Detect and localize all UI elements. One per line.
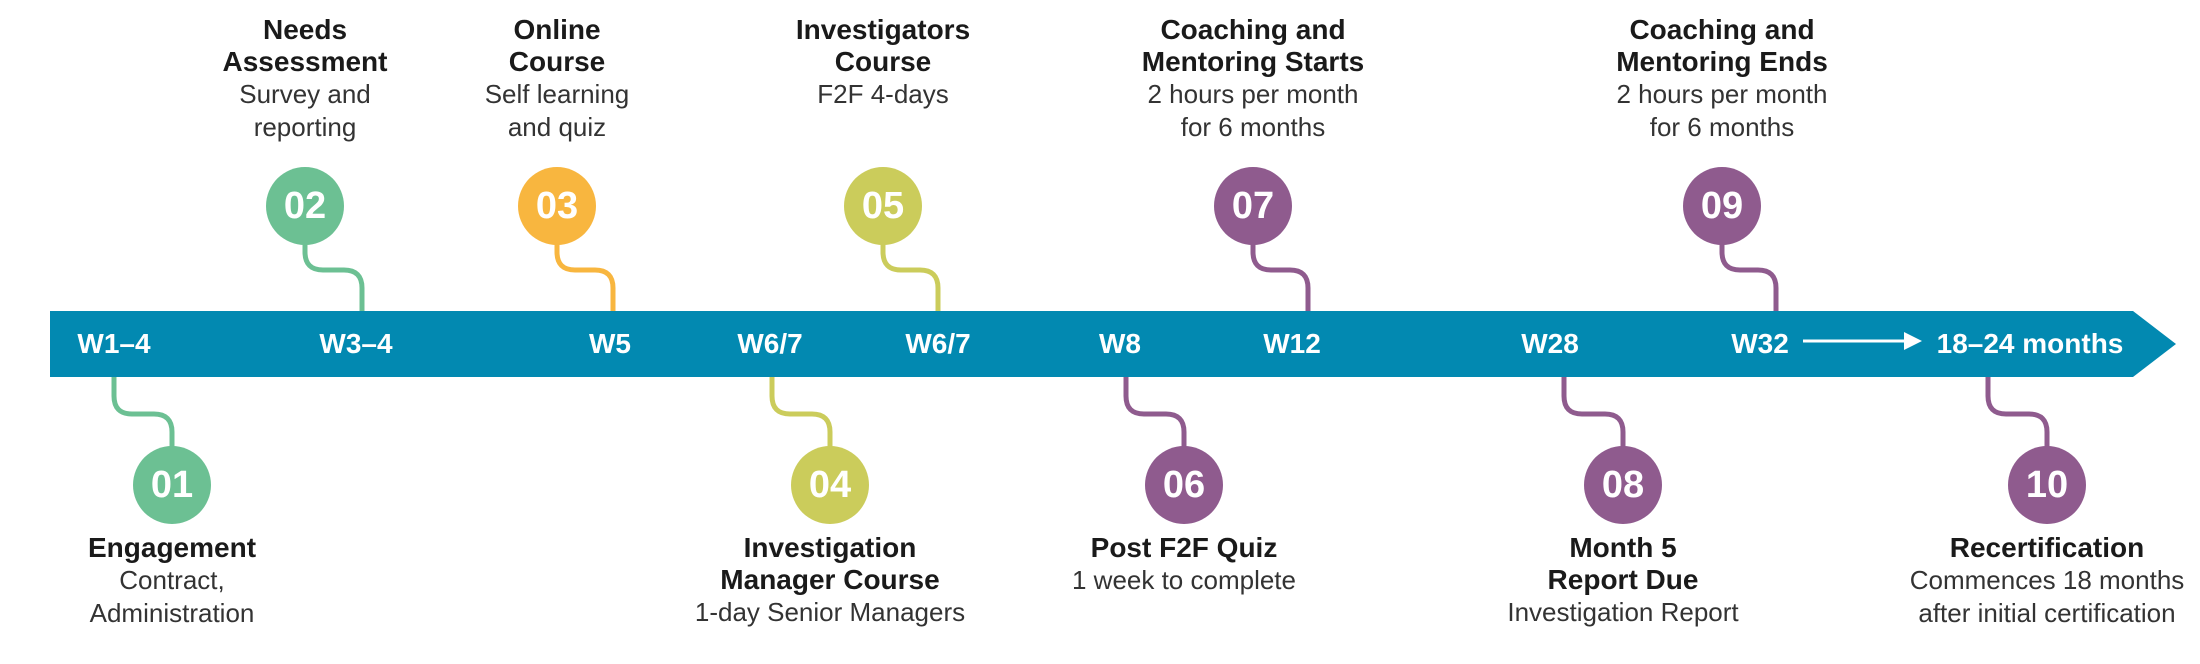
milestone-circle-08: 08 (1584, 446, 1662, 524)
milestone-circle-09: 09 (1683, 167, 1761, 245)
milestone-subtitle: 2 hours per month for 6 months (1616, 79, 1828, 142)
milestone-subtitle: F2F 4-days (817, 79, 949, 109)
connector-01 (111, 377, 175, 465)
milestone-title: Coaching and Mentoring Starts (1141, 14, 1365, 77)
milestone-title: Online Course (508, 14, 606, 77)
connector-04 (769, 377, 833, 465)
milestone-circle-05: 05 (844, 167, 922, 245)
connector-06 (1123, 377, 1187, 465)
milestone-title: Investigators Course (795, 14, 971, 77)
milestone-subtitle: Commences 18 months after initial certif… (1909, 565, 2185, 628)
timeline-label: W1–4 (77, 328, 151, 359)
milestone-circle-04: 04 (791, 446, 869, 524)
milestone-circle-10: 10 (2008, 446, 2086, 524)
milestone-subtitle: 1-day Senior Managers (694, 597, 966, 627)
milestone-title: Coaching and Mentoring Ends (1616, 14, 1828, 77)
timeline-label: W28 (1521, 328, 1579, 359)
connector-09 (1719, 226, 1779, 311)
milestone-title: Engagement (87, 532, 257, 563)
timeline-label: W12 (1263, 328, 1321, 359)
timeline-label: W32 (1731, 328, 1789, 359)
timeline-label: W6/7 (905, 328, 971, 359)
timeline-bar (50, 311, 2176, 377)
milestone-title: Recertification (1949, 532, 2145, 563)
timeline-label: 18–24 months (1936, 328, 2124, 359)
milestone-subtitle: 2 hours per month for 6 months (1147, 79, 1359, 142)
milestone-circle-02: 02 (266, 167, 344, 245)
milestone-title: Month 5 Report Due (1547, 532, 1699, 595)
milestone-title: Post F2F Quiz (1090, 532, 1278, 563)
timeline-arrow-head (1904, 332, 1922, 350)
milestone-title: Needs Assessment (222, 14, 388, 77)
timeline-label: W8 (1099, 328, 1141, 359)
connector-02 (302, 226, 365, 311)
milestone-circle-03: 03 (518, 167, 596, 245)
timeline-label: W3–4 (319, 328, 393, 359)
milestone-circle-06: 06 (1145, 446, 1223, 524)
connector-05 (880, 226, 941, 311)
timeline-label: W5 (589, 328, 631, 359)
timeline-label: W6/7 (737, 328, 803, 359)
milestone-subtitle: Investigation Report (1507, 597, 1739, 627)
milestone-title: Investigation Manager Course (720, 532, 940, 595)
milestone-subtitle: Survey and reporting (239, 79, 371, 142)
milestone-circle-01: 01 (133, 446, 211, 524)
connector-08 (1561, 377, 1626, 465)
connector-03 (554, 226, 616, 311)
milestone-subtitle: 1 week to complete (1071, 565, 1296, 595)
milestone-subtitle: Contract, Administration (89, 565, 255, 628)
milestone-circle-07: 07 (1214, 167, 1292, 245)
connector-07 (1250, 226, 1311, 311)
milestone-subtitle: Self learning and quiz (484, 79, 630, 142)
connector-10 (1985, 377, 2050, 465)
